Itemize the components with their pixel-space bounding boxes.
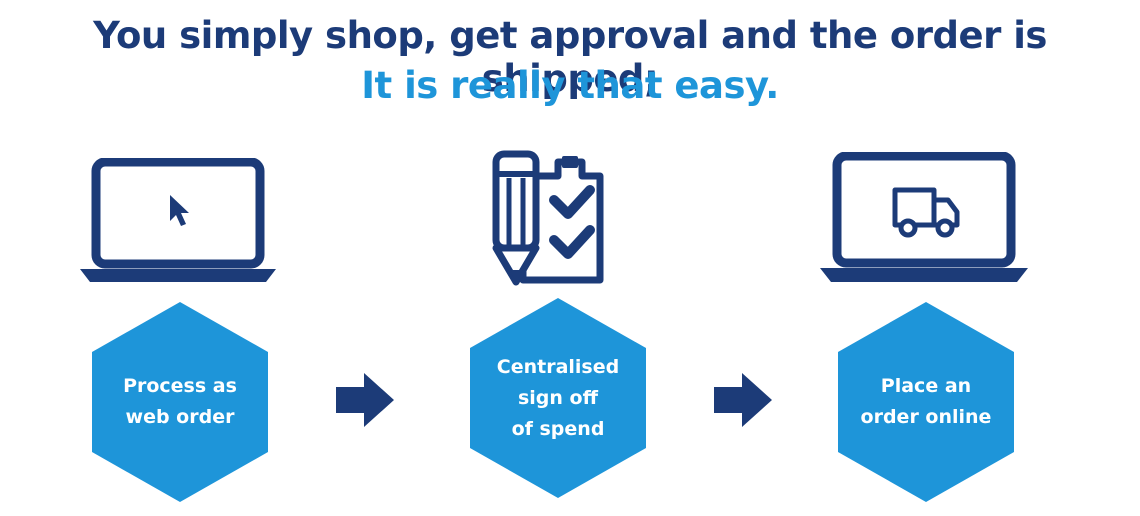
arrow-right-icon bbox=[714, 373, 772, 427]
laptop-delivery-truck-icon bbox=[820, 152, 1028, 282]
step-label: Process as web order bbox=[123, 375, 237, 428]
headline-line-1: You simply shop, get approval and the or… bbox=[93, 14, 1047, 100]
step-hexagon-1: Process as web order bbox=[90, 302, 270, 502]
arrow-right-icon bbox=[336, 373, 394, 427]
step-label: Centralised sign off of spend bbox=[496, 355, 620, 440]
headline-line-2: It is really that easy. bbox=[361, 64, 779, 107]
hexagon-shape bbox=[470, 298, 646, 498]
hexagon-shape bbox=[838, 302, 1014, 502]
step-hexagon-2: Centralised sign off of spend bbox=[468, 298, 648, 498]
laptop-cursor-icon bbox=[80, 158, 276, 282]
step-hexagon-3: Place an order online bbox=[836, 302, 1016, 502]
step-label: Place an order online bbox=[860, 375, 992, 428]
hexagon-shape bbox=[92, 302, 268, 502]
clipboard-pencil-checklist-icon bbox=[492, 150, 604, 286]
